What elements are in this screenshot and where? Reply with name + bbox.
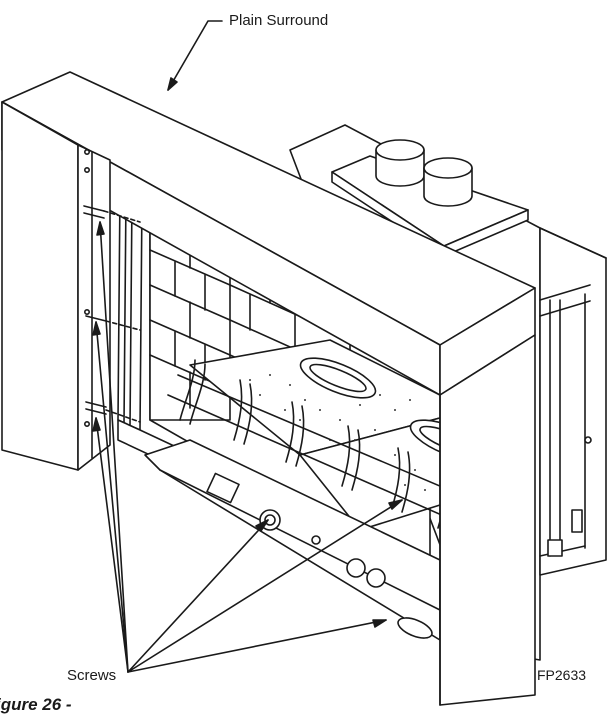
figure-caption: igure 26 - <box>0 695 72 714</box>
surround-leader <box>168 21 222 90</box>
plain-surround <box>2 72 535 705</box>
screws-label: Screws <box>67 667 117 684</box>
screw-holes <box>84 150 140 426</box>
figure-code-label: FP2633 <box>537 667 587 683</box>
screws-leaders <box>93 222 402 672</box>
plain-surround-label: Plain Surround <box>229 12 329 29</box>
